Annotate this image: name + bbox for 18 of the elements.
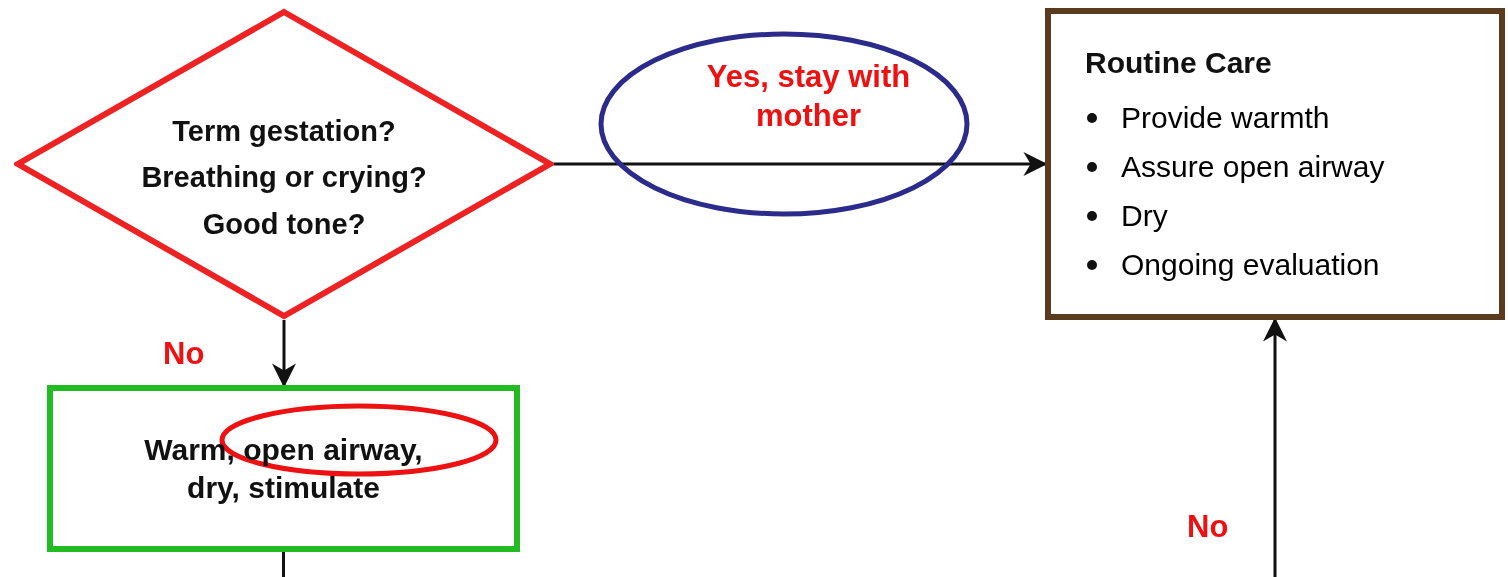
edge-label: Yes, stay with mother xyxy=(705,58,912,135)
arrow xyxy=(272,320,296,388)
list-item: Ongoing evaluation xyxy=(1121,248,1380,281)
question-text: Term gestation? xyxy=(172,114,396,149)
list-item: Provide warmth xyxy=(1121,101,1330,134)
edge-label: No xyxy=(163,334,205,373)
arrow xyxy=(1263,317,1287,577)
edge-label: No xyxy=(1187,508,1229,546)
decision-diamond xyxy=(14,8,554,320)
question-text: Good tone? xyxy=(202,206,366,242)
box-heading: Routine Care xyxy=(1085,46,1272,79)
process-box xyxy=(47,385,520,552)
process-box xyxy=(1045,8,1505,320)
arrow xyxy=(554,152,1048,176)
list-item: Assure open airway xyxy=(1121,150,1385,183)
list-item: Dry xyxy=(1121,199,1168,232)
step-text: Warm, open airway, dry, stimulate xyxy=(143,432,424,506)
question-text: Breathing or crying? xyxy=(141,160,427,196)
